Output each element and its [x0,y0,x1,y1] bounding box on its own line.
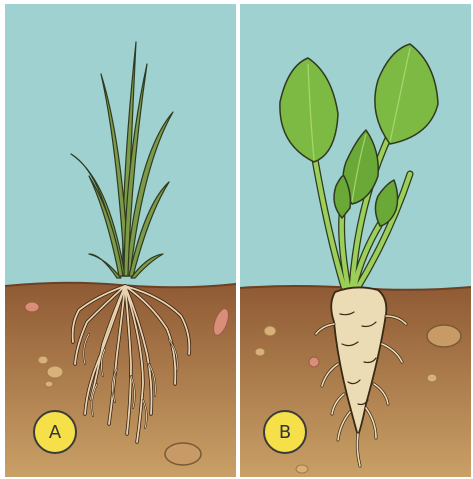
panel-b: B [240,4,471,477]
label-b: B [279,422,291,443]
label-a: A [49,422,62,443]
panel-b-illustration: B [240,4,471,477]
label-badge-b: B [264,411,306,453]
panel-a-illustration: A [5,4,236,477]
panel-a: A [5,4,236,477]
label-badge-a: A [34,411,76,453]
